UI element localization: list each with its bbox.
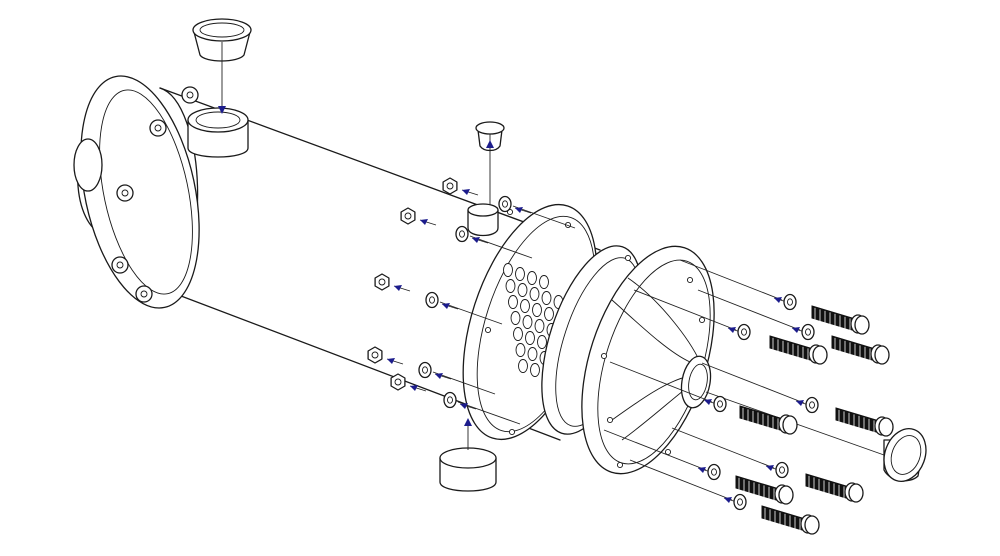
bonnet [581,245,715,475]
tube-hole [515,267,525,281]
washer [783,293,797,311]
washer [443,391,457,409]
direction-arrow [409,385,427,392]
washer [737,323,751,341]
hex-nut [390,373,406,391]
bonnet-bolt-holes [600,254,706,469]
washer [707,463,721,481]
hex-nut [374,273,390,291]
washer [455,225,469,243]
direction-arrow [386,358,404,365]
guide-line [671,427,775,469]
bolt-hole [698,316,706,324]
hex-bolt [835,407,894,437]
bonnet-nozzle-cap [883,428,927,482]
direction-arrow [459,403,477,410]
hex-nut [367,346,383,364]
bolt-hole [664,448,672,456]
tube-hole [539,275,549,289]
hex-bolt [831,335,890,365]
tube-hole [527,347,538,361]
guide-line [439,301,503,325]
tube-hole [510,311,521,325]
washer [425,291,439,309]
tube-hole [527,271,537,285]
direction-arrow [486,140,494,148]
guide-line [512,205,576,229]
nuts [367,177,458,391]
direction-arrow [419,219,437,226]
vent-fitting [467,203,499,237]
bolt-hole [508,428,516,436]
washer [498,195,512,213]
guide-line [603,429,707,471]
direction-arrow [393,285,411,292]
tube-hole [544,307,554,321]
tube-hole [508,295,518,309]
tube-hole [534,319,545,333]
tube-hole [525,331,535,345]
guide-line [701,362,805,404]
washer [418,361,432,379]
guide-line [679,259,783,301]
bolt-hole [616,461,624,469]
hex-bolt [735,475,794,505]
assembly-guide-lines [221,42,885,501]
bolt-hole [600,352,608,360]
washer [733,493,747,511]
washer [801,323,815,341]
washer [775,461,789,479]
hex-bolt [769,335,828,365]
tube-hole [529,287,540,301]
flange-bolts [111,86,199,303]
guide-line [697,289,801,331]
inlet-nozzle [187,107,249,158]
tube-hole [520,299,530,313]
bolt-hole [606,416,614,424]
hex-bolt [761,505,820,535]
guide-line [469,235,533,259]
tube-hole [503,263,513,277]
tube-hole [505,279,516,293]
washer [713,395,727,413]
guide-line [432,371,496,395]
tube-hole [515,343,526,357]
tube-hole [541,291,552,305]
direction-arrow [441,303,459,310]
bolt-hole [624,254,632,262]
washer [805,396,819,414]
bolts [735,305,894,535]
guide-line [633,289,737,331]
assembly-arrows [218,106,813,504]
guide-line [457,401,521,425]
tube-hole [513,327,523,341]
direction-arrow [514,207,532,214]
hex-bolt [811,305,870,335]
drain-cap [439,447,497,492]
washers [418,195,819,511]
tube-hole [537,335,547,349]
hex-bolt [805,473,864,503]
bonnet-nozzle [680,355,712,409]
direction-arrow [218,106,226,114]
direction-arrow [461,189,479,196]
bolt-hole [686,276,694,284]
hex-bolt [739,405,798,435]
direction-arrow [464,418,472,426]
guide-line [629,459,733,501]
shell-flange [73,75,200,309]
hex-nut [442,177,458,195]
direction-arrow [434,373,452,380]
tube-hole [517,283,528,297]
tube-hole [518,359,528,373]
tube-hole [532,303,542,317]
direction-arrow [471,237,489,244]
tube-hole [530,363,540,377]
guide-line [609,361,713,403]
tube-hole [522,315,533,329]
bolt-hole [484,326,492,334]
hex-nut [400,207,416,225]
